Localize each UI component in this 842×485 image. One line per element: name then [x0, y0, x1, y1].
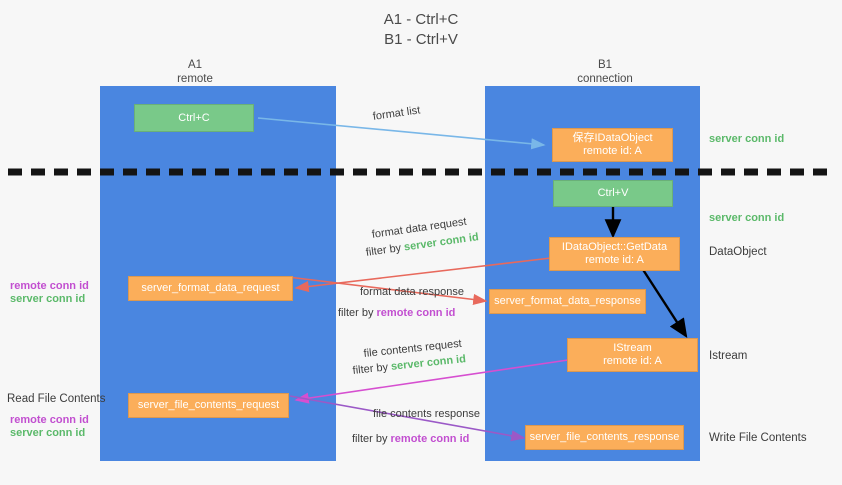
filter-prefix-2: filter by	[338, 307, 377, 319]
edge-label-file-contents-response: file contents response	[373, 408, 481, 420]
side-label-read-file-contents: Read File Contents	[7, 393, 106, 405]
filter-value-remote-conn-id-1: remote conn id	[376, 307, 456, 319]
filter-prefix-4: filter by	[352, 433, 391, 445]
filter-prefix-3: filter by	[352, 360, 392, 377]
edge-label-format-list: format list	[372, 104, 422, 123]
column-header-b1: B1 connection	[577, 59, 633, 85]
side-label-remote-conn-id-2: remote conn id	[10, 414, 89, 426]
side-label-server-conn-id-1: server conn id	[10, 293, 86, 305]
side-label-dataobject: DataObject	[709, 246, 767, 258]
box-ctrl-v[interactable]: Ctrl+V	[553, 180, 673, 207]
box-istream[interactable]: IStream remote id: A	[567, 338, 698, 372]
filter-prefix-1: filter by	[365, 241, 405, 259]
side-label-istream: Istream	[709, 350, 748, 362]
box-server-file-contents-request[interactable]: server_file_contents_request	[128, 393, 289, 418]
edge-label-format-data-response-filter: filter by remote conn id	[338, 306, 455, 320]
side-label-server-conn-id-2: server conn id	[10, 427, 86, 439]
box-save-idataobject[interactable]: 保存IDataObject remote id: A	[552, 128, 673, 162]
box-ctrl-c[interactable]: Ctrl+C	[134, 104, 254, 132]
box-getdata[interactable]: IDataObject::GetData remote id: A	[549, 237, 680, 271]
column-header-a1: A1 remote	[177, 59, 213, 85]
box-server-file-contents-response[interactable]: server_file_contents_response	[525, 425, 684, 450]
side-label-server-conn-id-top: server conn id	[709, 133, 785, 145]
box-server-format-data-response[interactable]: server_format_data_response	[489, 289, 646, 314]
box-server-format-data-request[interactable]: server_format_data_request	[128, 276, 293, 301]
side-label-server-conn-id-second: server conn id	[709, 212, 785, 224]
filter-value-remote-conn-id-2: remote conn id	[390, 433, 470, 445]
side-label-remote-conn-id-1: remote conn id	[10, 280, 89, 292]
edge-label-format-data-response: format data response	[360, 286, 464, 298]
page-title: A1 - Ctrl+C B1 - Ctrl+V	[383, 11, 459, 48]
side-label-write-file-contents: Write File Contents	[709, 432, 807, 444]
edge-label-file-contents-response-filter: filter by remote conn id	[352, 432, 469, 446]
